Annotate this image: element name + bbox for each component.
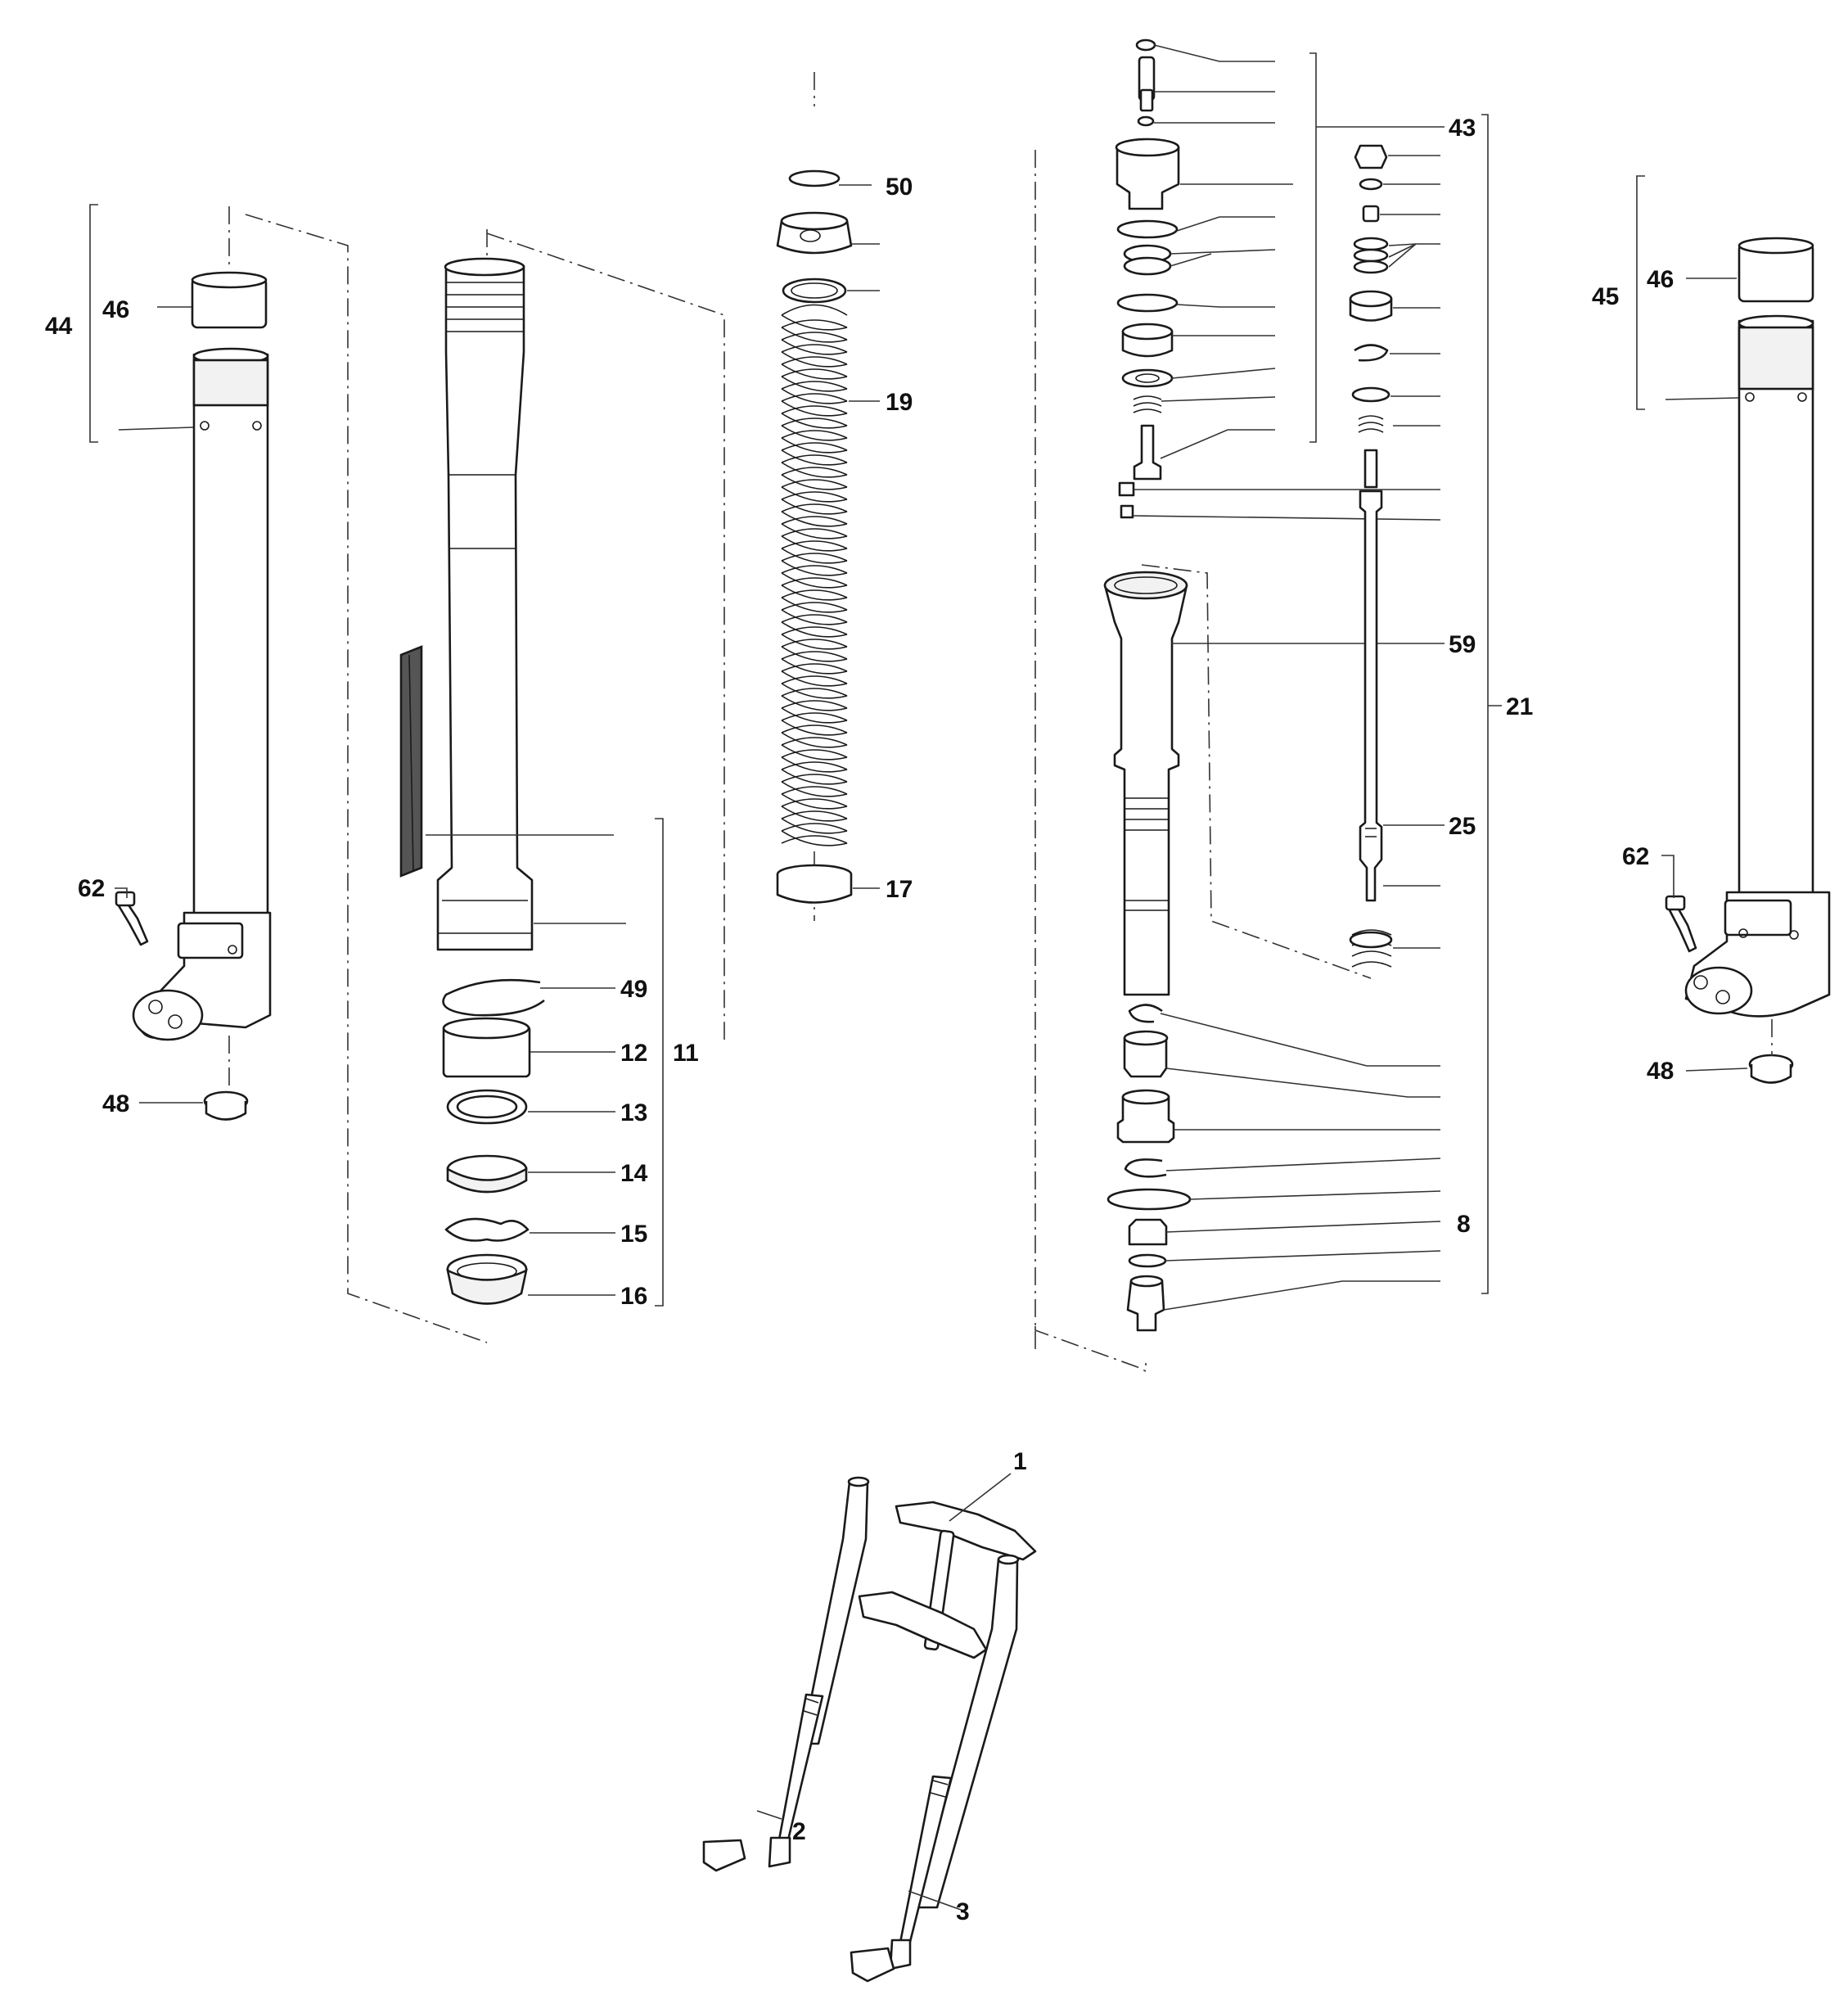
axle-clamp-left <box>132 911 272 1041</box>
callout-21: 21 <box>1506 693 1533 720</box>
callout-8: 8 <box>1457 1211 1471 1238</box>
callout-46-right: 46 <box>1647 266 1674 293</box>
callout-3: 3 <box>956 1898 970 1925</box>
screw-62-right <box>1665 895 1697 953</box>
rod-leaders <box>1380 155 1445 949</box>
bracket-43 <box>1309 52 1317 443</box>
cartridge-assembly <box>1034 38 1502 1373</box>
callout-48-left: 48 <box>102 1090 129 1117</box>
spacer-17 <box>776 864 853 904</box>
leader-line <box>908 1890 967 1912</box>
callout-50: 50 <box>886 174 913 201</box>
damper-rod-parts <box>1349 144 1393 968</box>
callout-16: 16 <box>620 1283 647 1310</box>
callout-12: 12 <box>620 1040 647 1067</box>
nut-48-right <box>1748 1054 1794 1084</box>
triple-clamp-1 <box>858 1501 1037 1659</box>
callout-19: 19 <box>886 389 913 416</box>
oil-seal-14 <box>446 1154 528 1194</box>
callout-14: 14 <box>620 1160 648 1187</box>
callout-11: 11 <box>673 1040 699 1067</box>
callout-46-left: 46 <box>102 296 129 323</box>
outer-tube-right <box>1738 314 1814 928</box>
inner-tube <box>436 257 534 951</box>
callout-13: 13 <box>620 1099 647 1126</box>
spring-guide <box>776 211 853 255</box>
callout-59: 59 <box>1449 631 1476 658</box>
circlip-49 <box>442 978 545 1017</box>
leader-line <box>1685 1067 1748 1072</box>
bushing-46-right <box>1738 237 1814 303</box>
fork-leg-2 <box>702 1476 870 1872</box>
leader-line <box>756 1810 782 1820</box>
fork-leg-3 <box>850 1554 1020 1983</box>
axis-line <box>1034 1326 1147 1373</box>
leader-line <box>115 887 128 898</box>
nut-48-left <box>203 1090 249 1121</box>
lower-leaders <box>1160 1013 1441 1311</box>
protective-guard <box>399 645 423 878</box>
bushing-46-left <box>191 271 268 329</box>
dust-seal-16 <box>446 1253 528 1305</box>
spring-19 <box>781 304 848 846</box>
leader-line <box>118 427 194 431</box>
callout-17: 17 <box>886 876 913 903</box>
axle-clamp-right <box>1684 891 1831 1018</box>
callout-45: 45 <box>1592 283 1619 310</box>
callout-49: 49 <box>620 976 647 1003</box>
screw-62-left <box>115 891 149 946</box>
circlip-15 <box>444 1217 530 1242</box>
leader-line <box>1661 855 1674 898</box>
cartridge-cap-parts <box>1115 38 1180 519</box>
spring-washer <box>782 278 847 304</box>
leader-line <box>949 1473 1012 1522</box>
bracket-11 <box>655 818 664 1307</box>
bracket-45 <box>1636 175 1645 410</box>
callout-48-right: 48 <box>1647 1058 1674 1085</box>
washer-13 <box>446 1089 528 1125</box>
callout-labels: 44 46 62 48 49 12 11 13 14 15 16 50 19 1… <box>45 115 1674 1925</box>
cartridge-lower-parts <box>1107 1004 1192 1332</box>
bracket-44 <box>89 204 98 443</box>
callout-25: 25 <box>1449 813 1476 840</box>
axis-line <box>245 214 488 1343</box>
axis-line <box>1141 564 1372 979</box>
leader-line <box>1665 397 1739 400</box>
callout-44: 44 <box>45 313 73 340</box>
bushing-12 <box>442 1017 531 1078</box>
cap-leaders <box>1132 44 1441 521</box>
callout-15: 15 <box>620 1221 647 1248</box>
callout-43: 43 <box>1449 115 1476 142</box>
spring-group <box>776 72 880 921</box>
right-outer-tube-assembly <box>1636 175 1831 1084</box>
assembled-fork <box>702 1473 1037 1983</box>
callout-62-right: 62 <box>1622 843 1649 870</box>
callout-2: 2 <box>792 1818 806 1845</box>
ring-50 <box>788 169 841 187</box>
callout-62-left: 62 <box>78 875 105 902</box>
left-outer-tube-assembly <box>89 204 488 1343</box>
inner-tube-assembly <box>399 229 725 1307</box>
bracket-21 <box>1481 114 1489 1294</box>
damper-tube-59 <box>1103 571 1188 996</box>
outer-tube-left <box>192 347 269 929</box>
callout-1: 1 <box>1013 1448 1027 1475</box>
